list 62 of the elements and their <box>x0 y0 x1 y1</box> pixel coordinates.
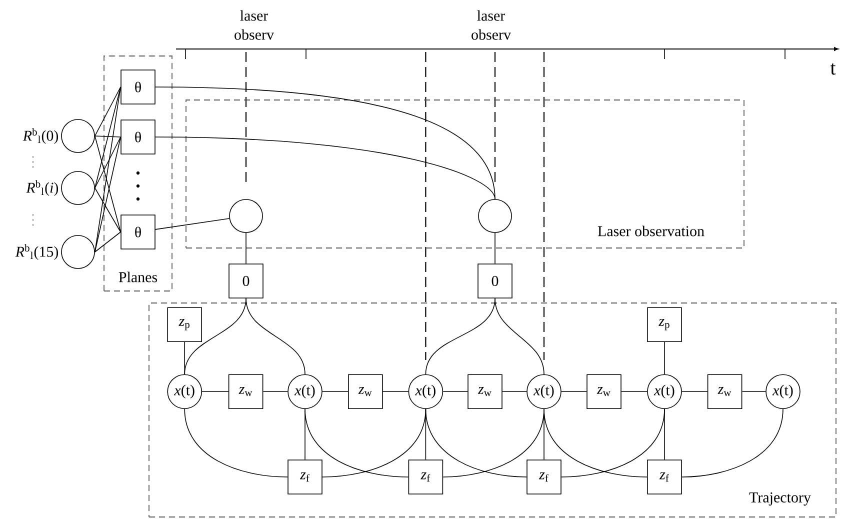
connector <box>682 408 784 478</box>
connector <box>502 391 527 392</box>
connector <box>664 408 665 460</box>
circle-node: R$^{b}$$_{l}$(i) <box>26 171 95 205</box>
connector <box>202 391 229 392</box>
factor-box: 0 <box>228 264 264 298</box>
connector <box>94 188 121 232</box>
connector <box>94 136 121 232</box>
connector <box>425 408 527 478</box>
circle-node: R$^{b}$$_{l}$(0) <box>22 119 95 153</box>
connector <box>621 391 648 392</box>
factor-box: z$_{f}$ <box>408 460 444 494</box>
factor-box: z$_{p}$ <box>167 307 202 342</box>
connector <box>664 342 665 375</box>
connector <box>322 408 426 478</box>
factor-box: z$_{f}$ <box>647 460 682 494</box>
factor-box: z$_{w}$ <box>228 374 264 409</box>
factor-box: z$_{f}$ <box>288 460 322 494</box>
connector <box>94 232 121 252</box>
connector <box>94 86 121 252</box>
factor-box: z$_{w}$ <box>468 374 502 409</box>
factor-box: z$_{w}$ <box>348 374 383 409</box>
connector <box>442 391 468 392</box>
connector <box>262 391 288 392</box>
factor-box: z$_{f}$ <box>526 460 562 494</box>
connector <box>682 391 708 392</box>
node-label: R$^{b}$$_{l}$(i) <box>26 180 58 196</box>
connector <box>246 298 306 375</box>
connector <box>494 298 544 375</box>
connector <box>94 136 121 252</box>
connector <box>94 86 121 188</box>
circle-node: R$^{b}$$_{l}$(15) <box>15 235 95 269</box>
connector <box>561 391 587 392</box>
group-box: Laser observation <box>186 100 744 248</box>
connector <box>322 391 348 392</box>
connector <box>544 408 648 478</box>
factor-box: 0 <box>478 264 512 298</box>
connector <box>304 408 409 478</box>
node-label: R$^{b}$$_{l}$(0) <box>22 128 58 144</box>
connector <box>184 342 186 375</box>
factor-box: z$_{w}$ <box>707 374 742 409</box>
factor-box: z$_{p}$ <box>647 307 682 342</box>
connector <box>742 391 766 392</box>
time-label: laser observ <box>234 10 274 40</box>
connector <box>94 86 121 136</box>
connector <box>184 408 288 478</box>
axis-label: t <box>830 63 836 75</box>
connector <box>155 218 230 230</box>
factor-box: θ <box>120 120 156 154</box>
factor-box: θ <box>120 214 156 250</box>
connector <box>155 136 496 200</box>
connector <box>155 86 496 200</box>
connector <box>94 136 121 138</box>
circle-node <box>229 199 263 233</box>
time-label: laser observ <box>472 10 511 40</box>
connector <box>382 391 409 392</box>
circle-node <box>478 199 512 233</box>
factor-box: θ <box>120 70 156 104</box>
connector <box>94 136 121 188</box>
node-label: R$^{b}$$_{l}$(15) <box>15 244 58 260</box>
connector <box>494 232 496 264</box>
factor-box: z$_{w}$ <box>586 374 622 409</box>
